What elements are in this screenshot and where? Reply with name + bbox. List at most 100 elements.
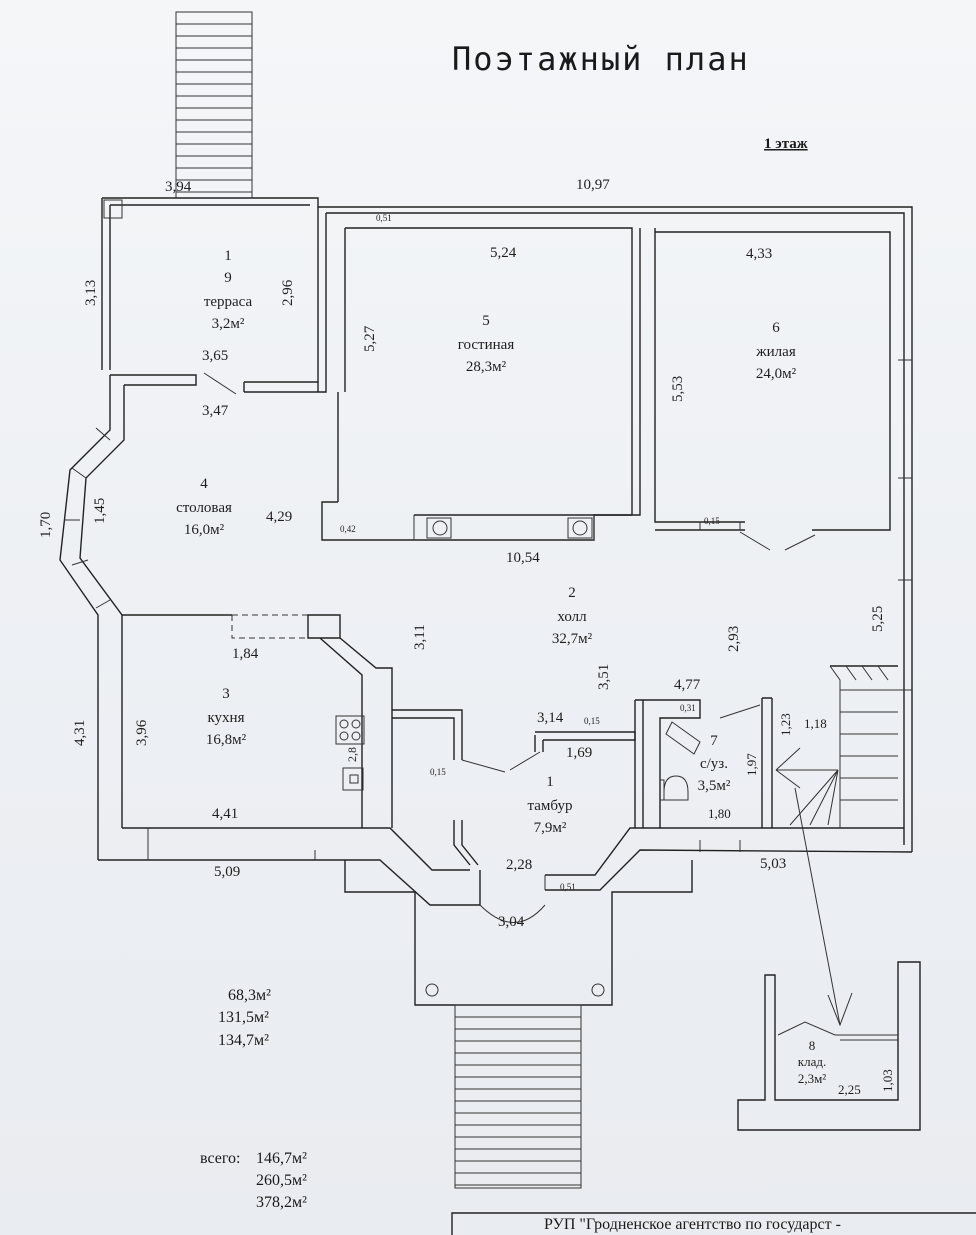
- room-gostinaya: 5 гостиная 28,3м²: [458, 313, 515, 375]
- dimension: 0,15: [584, 716, 600, 726]
- dimension: 5,53: [670, 376, 686, 402]
- room-number: 1: [546, 774, 554, 790]
- room-name: кухня: [207, 710, 244, 726]
- dimension: 4,41: [212, 806, 238, 822]
- room-number: 3: [222, 686, 230, 702]
- footer-text: РУП "Гродненское агентство по государст …: [544, 1216, 841, 1233]
- room-number: 4: [200, 476, 208, 492]
- dimension: 0,15: [704, 516, 720, 526]
- room-area: 3,2м²: [212, 316, 245, 332]
- room-name: клад.: [798, 1054, 826, 1069]
- summary-area: 134,7м²: [218, 1032, 269, 1049]
- room-kuhnya: 3 кухня 16,8м²: [206, 686, 247, 748]
- dimension: 4,31: [72, 720, 88, 746]
- dimension: 0,51: [376, 213, 392, 223]
- room-area: 32,7м²: [552, 631, 593, 647]
- dimension: 3,13: [83, 280, 99, 306]
- total-area: 146,7м²: [256, 1150, 307, 1167]
- room-number: 7: [710, 733, 718, 749]
- total-label: всего:: [200, 1150, 240, 1167]
- room-name: тамбур: [528, 798, 573, 814]
- room-area: 3,5м²: [698, 778, 731, 794]
- room-terrace: 1 9 терраса 3,2м²: [204, 248, 253, 332]
- plan-title: Поэтажный план: [452, 40, 750, 78]
- dimension: 0,15: [430, 767, 446, 777]
- room-zhilaya: 6 жилая 24,0м²: [755, 320, 796, 382]
- room-number: 5: [482, 313, 490, 329]
- dimension: 5,27: [362, 325, 378, 352]
- dimension: 4,33: [746, 246, 772, 262]
- room-bathroom: 7 с/уз. 3,5м²: [698, 733, 731, 794]
- total-area: 260,5м²: [256, 1172, 307, 1189]
- dimension: 2,28: [506, 857, 532, 873]
- dimension: 0,42: [340, 524, 356, 534]
- footer-box: [451, 1212, 976, 1235]
- room-area: 7,9м²: [534, 820, 567, 836]
- room-number: 8: [809, 1038, 816, 1053]
- dimension: 1,84: [232, 646, 259, 662]
- room-area: 24,0м²: [756, 366, 797, 382]
- interior-walls: [122, 227, 898, 866]
- dimension: 0,51: [560, 882, 576, 892]
- entrance-porch: [344, 860, 693, 1189]
- room-storage: 8 клад. 2,3м²: [798, 1038, 827, 1086]
- room-number: 1: [224, 248, 232, 264]
- floor-label: 1 этаж: [764, 136, 808, 152]
- dimension: 3,96: [134, 719, 150, 746]
- dimension: 2,93: [726, 626, 742, 652]
- dimension: 10,97: [576, 177, 610, 193]
- dimension: 2,96: [280, 279, 296, 306]
- summary-area: 131,5м²: [218, 1009, 269, 1026]
- outer-walls: [59, 197, 913, 906]
- room-area: 16,8м²: [206, 732, 247, 748]
- dimension: 3,04: [498, 914, 525, 930]
- dimension: 2,25: [838, 1082, 861, 1097]
- room-number: 2: [568, 585, 576, 601]
- dimension-labels: 3,94 10,97 3,13 2,96 0,51 5,24 4,33 5,27…: [38, 177, 895, 1097]
- room-name: терраса: [204, 294, 253, 310]
- dimension: 1,69: [566, 745, 592, 761]
- room-name: гостиная: [458, 337, 515, 353]
- room-name: холл: [557, 609, 587, 625]
- room-holl: 2 холл 32,7м²: [552, 585, 593, 647]
- dimension: 5,24: [490, 245, 517, 261]
- dimension: 5,25: [870, 606, 886, 632]
- storage-room: [737, 961, 921, 1131]
- area-summary: 68,3м² 131,5м² 134,7м² всего: 146,7м² 26…: [200, 987, 307, 1211]
- room-area: 28,3м²: [466, 359, 507, 375]
- room-name: с/уз.: [700, 756, 728, 772]
- dimension: 4,77: [674, 677, 701, 693]
- dimension: 1,80: [708, 806, 731, 821]
- dimension: 5,03: [760, 856, 786, 872]
- top-stairs: [175, 11, 253, 199]
- dimension: 4,29: [266, 509, 292, 525]
- room-number: 9: [224, 270, 232, 286]
- room-tambur: 1 тамбур 7,9м²: [528, 774, 573, 836]
- dimension: 1,45: [92, 498, 108, 524]
- dimension: 1,70: [38, 512, 54, 538]
- dimension: 3,47: [202, 403, 229, 419]
- dimension: 10,54: [506, 550, 540, 566]
- storage-arrow: [794, 787, 853, 1027]
- room-labels: 1 9 терраса 3,2м² 5 гостиная 28,3м² 6 жи…: [176, 248, 826, 1086]
- room-area: 16,0м²: [184, 522, 225, 538]
- dimension: 2,8: [345, 747, 359, 762]
- dimension: 3,11: [412, 624, 428, 650]
- dimension: 3,65: [202, 348, 228, 364]
- room-area: 2,3м²: [798, 1071, 826, 1086]
- dimension: 3,94: [165, 179, 192, 195]
- dimension: 5,09: [214, 864, 240, 880]
- dimension: 3,51: [596, 664, 612, 690]
- dimension: 1,23: [778, 713, 793, 736]
- dimension: 1,18: [804, 716, 827, 731]
- room-name: столовая: [176, 500, 232, 516]
- dimension: 3,14: [537, 710, 564, 726]
- room-name: жилая: [755, 344, 796, 360]
- room-number: 6: [772, 320, 780, 336]
- dimension: 1,03: [880, 1069, 895, 1092]
- summary-area: 68,3м²: [228, 987, 271, 1004]
- total-area: 378,2м²: [256, 1194, 307, 1211]
- dimension: 0,31: [680, 703, 696, 713]
